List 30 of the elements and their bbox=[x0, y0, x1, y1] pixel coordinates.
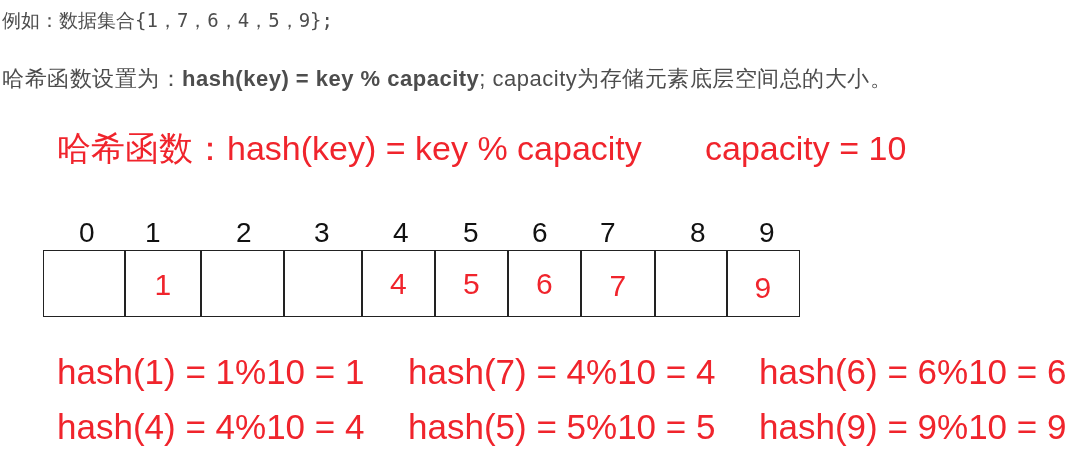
array-slot: 4 bbox=[361, 250, 436, 317]
hash-formula: hash(9) = 9%10 = 9 bbox=[759, 407, 1067, 448]
array-slot bbox=[43, 250, 126, 317]
slot-index: 9 bbox=[759, 219, 775, 247]
hash-function-note: 哈希函数设置为：hash(key) = key % capacity; capacity为存储元素底层空间总的大小。 bbox=[2, 66, 893, 92]
slot-index: 4 bbox=[393, 219, 409, 247]
intro-text: 例如：数据集合{1，7，6，4，5，9}; bbox=[2, 10, 333, 32]
slot-index: 3 bbox=[314, 219, 330, 247]
array-slot: 9 bbox=[726, 250, 800, 317]
slot-index: 1 bbox=[145, 219, 161, 247]
slot-index: 7 bbox=[600, 219, 616, 247]
slot-index: 8 bbox=[690, 219, 706, 247]
hash-function-heading: 哈希函数：hash(key) = key % capacity bbox=[57, 129, 642, 169]
array-slot bbox=[283, 250, 363, 317]
hash-formula: hash(1) = 1%10 = 1 bbox=[57, 352, 365, 393]
capacity-value: capacity = 10 bbox=[705, 129, 907, 169]
slot-index: 0 bbox=[79, 219, 95, 247]
hash-formula: hash(6) = 6%10 = 6 bbox=[759, 352, 1067, 393]
array-slot bbox=[654, 250, 728, 317]
array-slot: 5 bbox=[434, 250, 509, 317]
hash-formula: hash(4) = 4%10 = 4 bbox=[57, 407, 365, 448]
slot-index: 2 bbox=[236, 219, 252, 247]
hash-formula: hash(5) = 5%10 = 5 bbox=[408, 407, 716, 448]
slot-index: 6 bbox=[532, 219, 548, 247]
array-slot: 6 bbox=[507, 250, 582, 317]
array-slot: 1 bbox=[124, 250, 202, 317]
array-slot: 7 bbox=[580, 250, 656, 317]
array-slot bbox=[200, 250, 285, 317]
slot-index: 5 bbox=[463, 219, 479, 247]
hash-formula: hash(7) = 4%10 = 4 bbox=[408, 352, 716, 393]
